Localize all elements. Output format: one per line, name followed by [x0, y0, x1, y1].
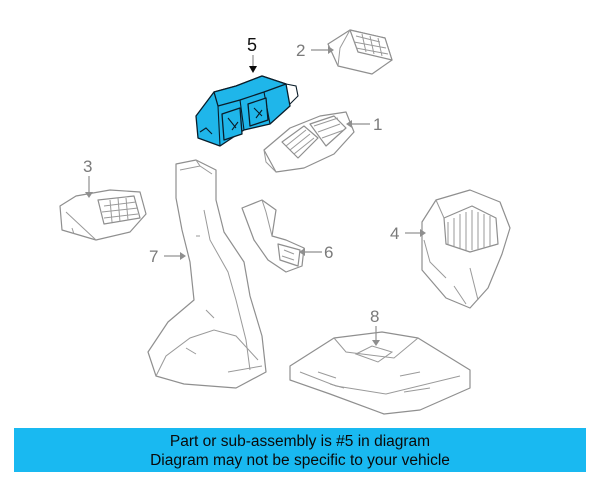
callout-4: 4	[390, 224, 399, 243]
leader-arrows	[85, 46, 426, 346]
parts-diagram: 5 2 1 3 4 6 7 8	[59, 29, 511, 415]
callout-7: 7	[149, 247, 158, 266]
part-1-vent[interactable]	[263, 111, 355, 173]
part-5-vent-assembly[interactable]	[195, 75, 299, 147]
callout-2: 2	[296, 41, 305, 60]
callout-6: 6	[324, 243, 333, 262]
part-6-vent[interactable]	[241, 199, 305, 273]
callout-8: 8	[370, 307, 379, 326]
part-2-vent[interactable]	[327, 29, 393, 75]
banner-line-1: Part or sub-assembly is #5 in diagram	[169, 433, 431, 450]
leader-lines	[88, 49, 420, 340]
part-3-vent[interactable]	[59, 189, 147, 241]
info-banner: Part or sub-assembly is #5 in diagram Di…	[14, 428, 586, 472]
part-7-duct[interactable]	[147, 159, 267, 389]
callout-5: 5	[247, 35, 257, 55]
callout-1: 1	[373, 115, 382, 134]
part-8-duct[interactable]	[289, 331, 471, 415]
callout-3: 3	[83, 157, 92, 176]
banner-line-2: Diagram may not be specific to your vehi…	[150, 452, 450, 469]
part-4-vent[interactable]	[421, 189, 511, 309]
